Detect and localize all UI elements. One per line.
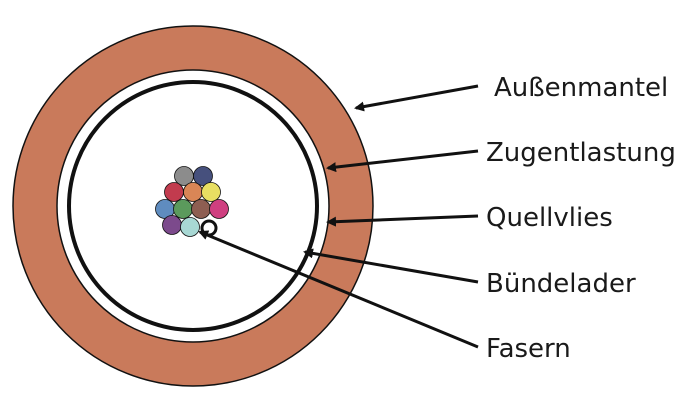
label-buendelader: Bündelader <box>486 269 636 299</box>
fiber-pink <box>209 199 229 219</box>
fiber-turquoise <box>180 217 200 237</box>
arrow-quellvlies <box>326 214 479 227</box>
arrow-fasern <box>198 230 479 349</box>
arrow-zugentlastung <box>326 149 479 173</box>
fiber-navy <box>193 166 213 186</box>
arrow-buendelader <box>303 248 479 284</box>
fiber-orange <box>183 182 203 202</box>
label-quellvlies: Quellvlies <box>486 203 613 233</box>
fiber-red <box>164 182 184 202</box>
fiber-yellow <box>201 182 221 202</box>
label-aussenmantel: Außenmantel <box>494 73 668 103</box>
water-blocking-ring <box>67 80 319 332</box>
fiber-brown <box>191 199 211 219</box>
fiber-green <box>173 199 193 219</box>
label-fasern: Fasern <box>486 334 571 364</box>
fiber-bundle <box>155 166 229 237</box>
arrow-aussenmantel <box>354 84 479 112</box>
fiber-violet <box>162 215 182 235</box>
label-zugentlastung: Zugentlastung <box>486 138 676 168</box>
